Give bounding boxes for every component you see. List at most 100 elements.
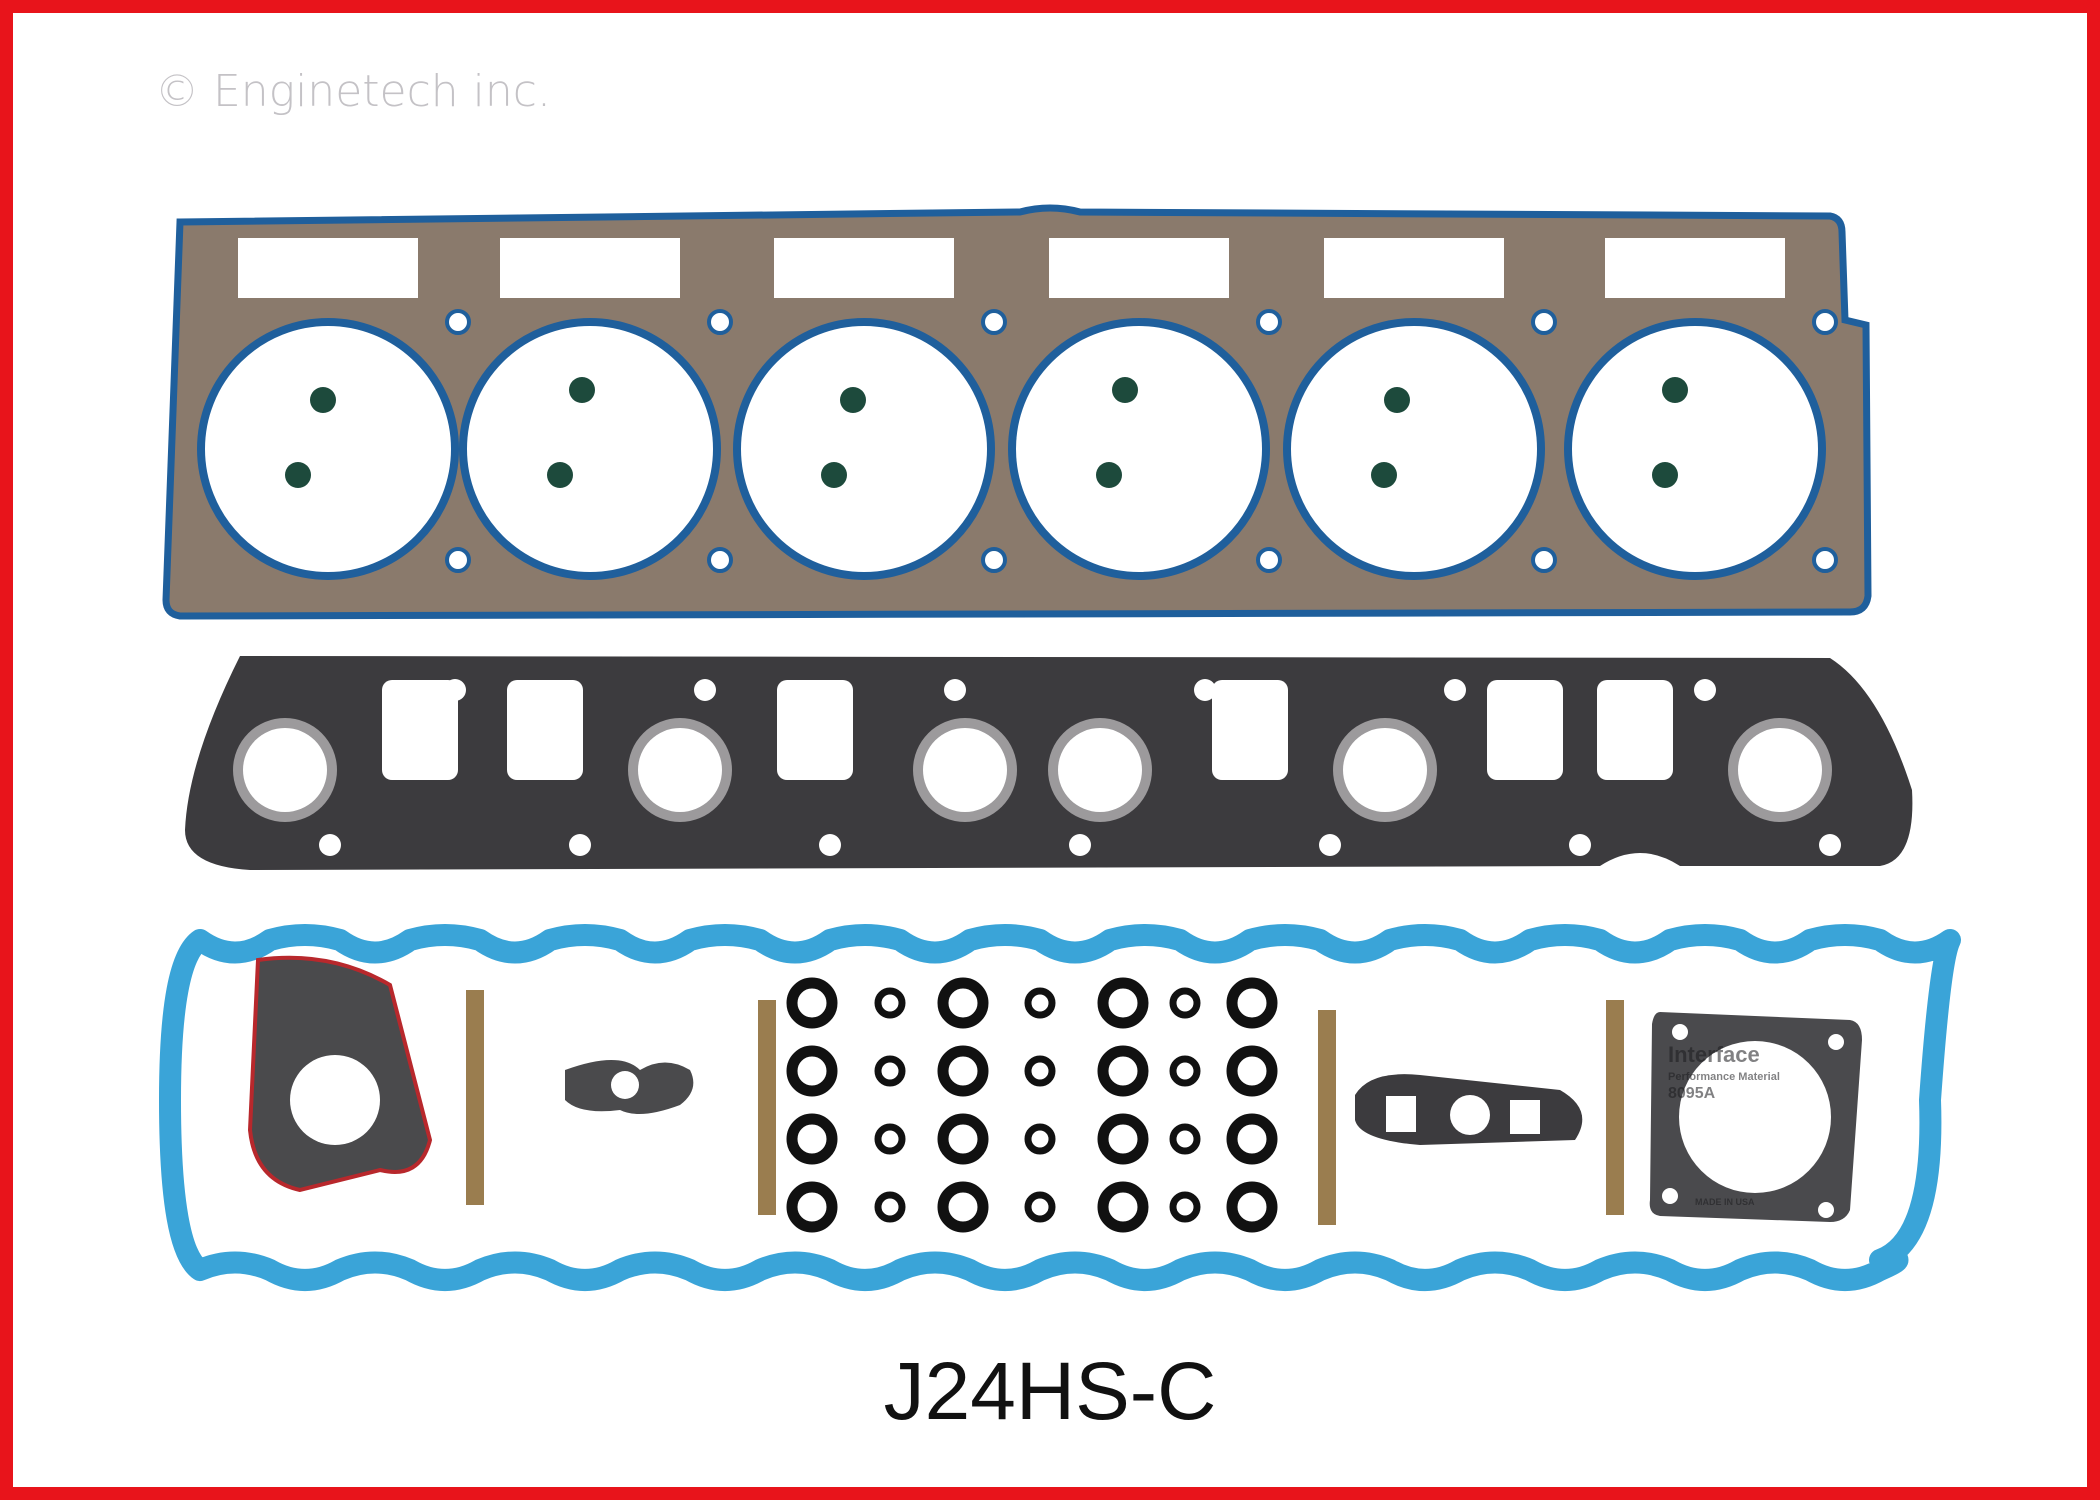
valve-stem-seal — [937, 1045, 989, 1097]
exhaust-port — [923, 728, 1007, 812]
valve-cover-gasket — [159, 924, 1961, 1291]
valve-seal — [840, 387, 866, 413]
valve-seal — [547, 462, 573, 488]
cylinder-bore — [459, 318, 721, 580]
gasket-print-line: Performance Material — [1668, 1071, 1780, 1083]
valve-stem-seal — [786, 1045, 838, 1097]
gasket-strap — [758, 1000, 776, 1215]
valve-stem-seal — [1226, 977, 1278, 1029]
exhaust-port — [243, 728, 327, 812]
gasket-strap — [1318, 1010, 1336, 1225]
bolt-hole — [1812, 547, 1838, 573]
water-outlet-gasket — [1355, 1074, 1583, 1145]
valve-stem-seal — [874, 1123, 906, 1155]
bolt-hole — [1569, 834, 1591, 856]
coolant-slot — [1605, 238, 1785, 298]
exhaust-port — [1058, 728, 1142, 812]
intake-port — [777, 680, 853, 780]
bolt-hole — [819, 834, 841, 856]
valve-seal — [1384, 387, 1410, 413]
intake-port — [1487, 680, 1563, 780]
valve-stem-seal — [1024, 1191, 1056, 1223]
valve-stem-seal — [874, 987, 906, 1019]
cylinder-bore — [1564, 318, 1826, 580]
valve-stem-seal — [1226, 1181, 1278, 1233]
valve-stem-seal — [1226, 1045, 1278, 1097]
valve-stem-seal — [937, 1181, 989, 1233]
coolant-slot — [500, 238, 680, 298]
valve-stem-seal — [786, 1113, 838, 1165]
intake-port — [507, 680, 583, 780]
valve-stem-seal — [1226, 1113, 1278, 1165]
bolt-hole — [1069, 834, 1091, 856]
bolt-hole — [1531, 547, 1557, 573]
valve-stem-seal — [786, 1181, 838, 1233]
gasket-strap — [1606, 1000, 1624, 1215]
cylinder-head-gasket — [162, 204, 1872, 620]
bolt-hole — [694, 679, 716, 701]
intake-exhaust-manifold-gasket — [185, 656, 1913, 870]
valve-stem-seal — [786, 977, 838, 1029]
bolt-hole — [319, 834, 341, 856]
valve-seal — [1662, 377, 1688, 403]
bolt-hole — [1812, 309, 1838, 335]
valve-stem-seal — [1169, 987, 1201, 1019]
thermostat-gasket — [247, 955, 433, 1193]
valve-seal — [569, 377, 595, 403]
bolt-hole — [1256, 309, 1282, 335]
exhaust-port — [1738, 728, 1822, 812]
valve-stem-seal — [1024, 987, 1056, 1019]
coolant-slot — [238, 238, 418, 298]
intake-port — [382, 680, 458, 780]
valve-stem-seals — [786, 977, 1278, 1233]
bolt-hole — [569, 834, 591, 856]
bolt-hole — [1444, 679, 1466, 701]
cylinder-bore — [1008, 318, 1270, 580]
exhaust-port — [638, 728, 722, 812]
bolt-hole — [1531, 309, 1557, 335]
coolant-slot — [1324, 238, 1504, 298]
throttle-body-gasket: Interface Performance Material 8095A MAD… — [1649, 1012, 1862, 1222]
gasket-strap — [466, 990, 484, 1205]
valve-stem-seal — [1169, 1191, 1201, 1223]
valve-stem-seal — [1024, 1055, 1056, 1087]
cylinder-bore — [733, 318, 995, 580]
valve-seal — [1371, 462, 1397, 488]
gasket-print-brand: Interface — [1668, 1042, 1760, 1067]
part-number-label: J24HS-C — [883, 1346, 1217, 1437]
bolt-hole — [981, 547, 1007, 573]
intake-port — [1597, 680, 1673, 780]
valve-stem-seal — [874, 1055, 906, 1087]
exhaust-port — [1343, 728, 1427, 812]
copyright-watermark: © Enginetech inc. — [155, 66, 551, 117]
coolant-slot — [774, 238, 954, 298]
valve-stem-seal — [1024, 1123, 1056, 1155]
valve-stem-seal — [1097, 977, 1149, 1029]
valve-seal — [1112, 377, 1138, 403]
bolt-hole — [707, 309, 733, 335]
valve-seal — [821, 462, 847, 488]
cylinder-bore — [1283, 318, 1545, 580]
bolt-hole — [445, 309, 471, 335]
bolt-hole — [944, 679, 966, 701]
valve-stem-seal — [1169, 1055, 1201, 1087]
bolt-hole — [444, 679, 466, 701]
valve-stem-seal — [937, 977, 989, 1029]
valve-stem-seal — [874, 1191, 906, 1223]
bolt-hole — [1819, 834, 1841, 856]
valve-stem-seal — [1097, 1181, 1149, 1233]
valve-stem-seal — [1169, 1123, 1201, 1155]
valve-seal — [1096, 462, 1122, 488]
bolt-hole — [1694, 679, 1716, 701]
valve-seal — [285, 462, 311, 488]
cylinder-bore — [197, 318, 459, 580]
bolt-hole — [194, 679, 216, 701]
valve-stem-seal — [1097, 1045, 1149, 1097]
valve-stem-seal — [1097, 1113, 1149, 1165]
bolt-hole — [981, 309, 1007, 335]
intake-port — [1212, 680, 1288, 780]
bolt-hole — [1319, 834, 1341, 856]
egr-gasket — [565, 1060, 694, 1114]
coolant-slot — [1049, 238, 1229, 298]
